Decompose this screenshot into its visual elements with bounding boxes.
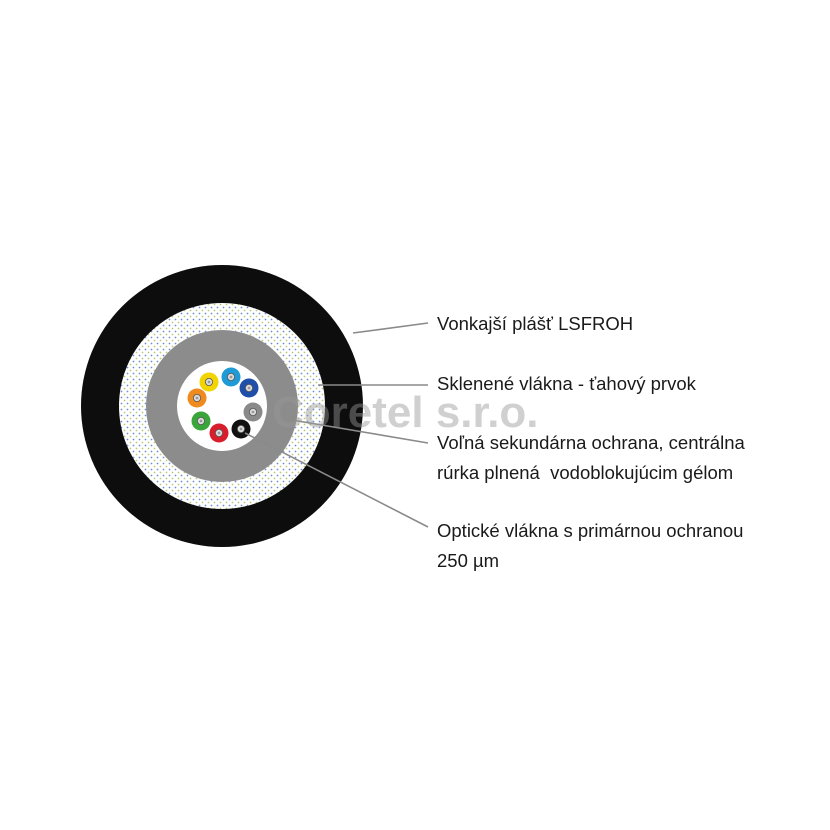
watermark: Coretel s.r.o. — [272, 388, 539, 437]
leader-line-jacket — [352, 322, 429, 334]
leader-line-fibers — [244, 432, 429, 528]
fiber-red — [209, 423, 229, 443]
fiber-orange — [187, 388, 207, 408]
fiber-gray — [243, 402, 263, 422]
label-loose-tube-2: rúrka plnená vodoblokujúcim gélom — [437, 462, 734, 483]
fiber-green — [191, 411, 211, 431]
label-fibers-1: Optické vlákna s primárnou ochranou — [437, 520, 744, 541]
fiber-yellow — [199, 372, 219, 392]
label-fibers-2: 250 µm — [437, 550, 500, 571]
leader-line-tube — [291, 419, 429, 444]
fiber-blue — [221, 367, 241, 387]
label-loose-tube-1: Voľná sekundárna ochrana, centrálna — [437, 432, 745, 453]
fiber-dark-blue — [239, 378, 259, 398]
label-outer-jacket: Vonkajší plášť LSFROH — [437, 313, 634, 334]
fiber-black — [231, 419, 251, 439]
label-glass-yarn: Sklenené vlákna - ťahový prvok — [437, 373, 696, 394]
